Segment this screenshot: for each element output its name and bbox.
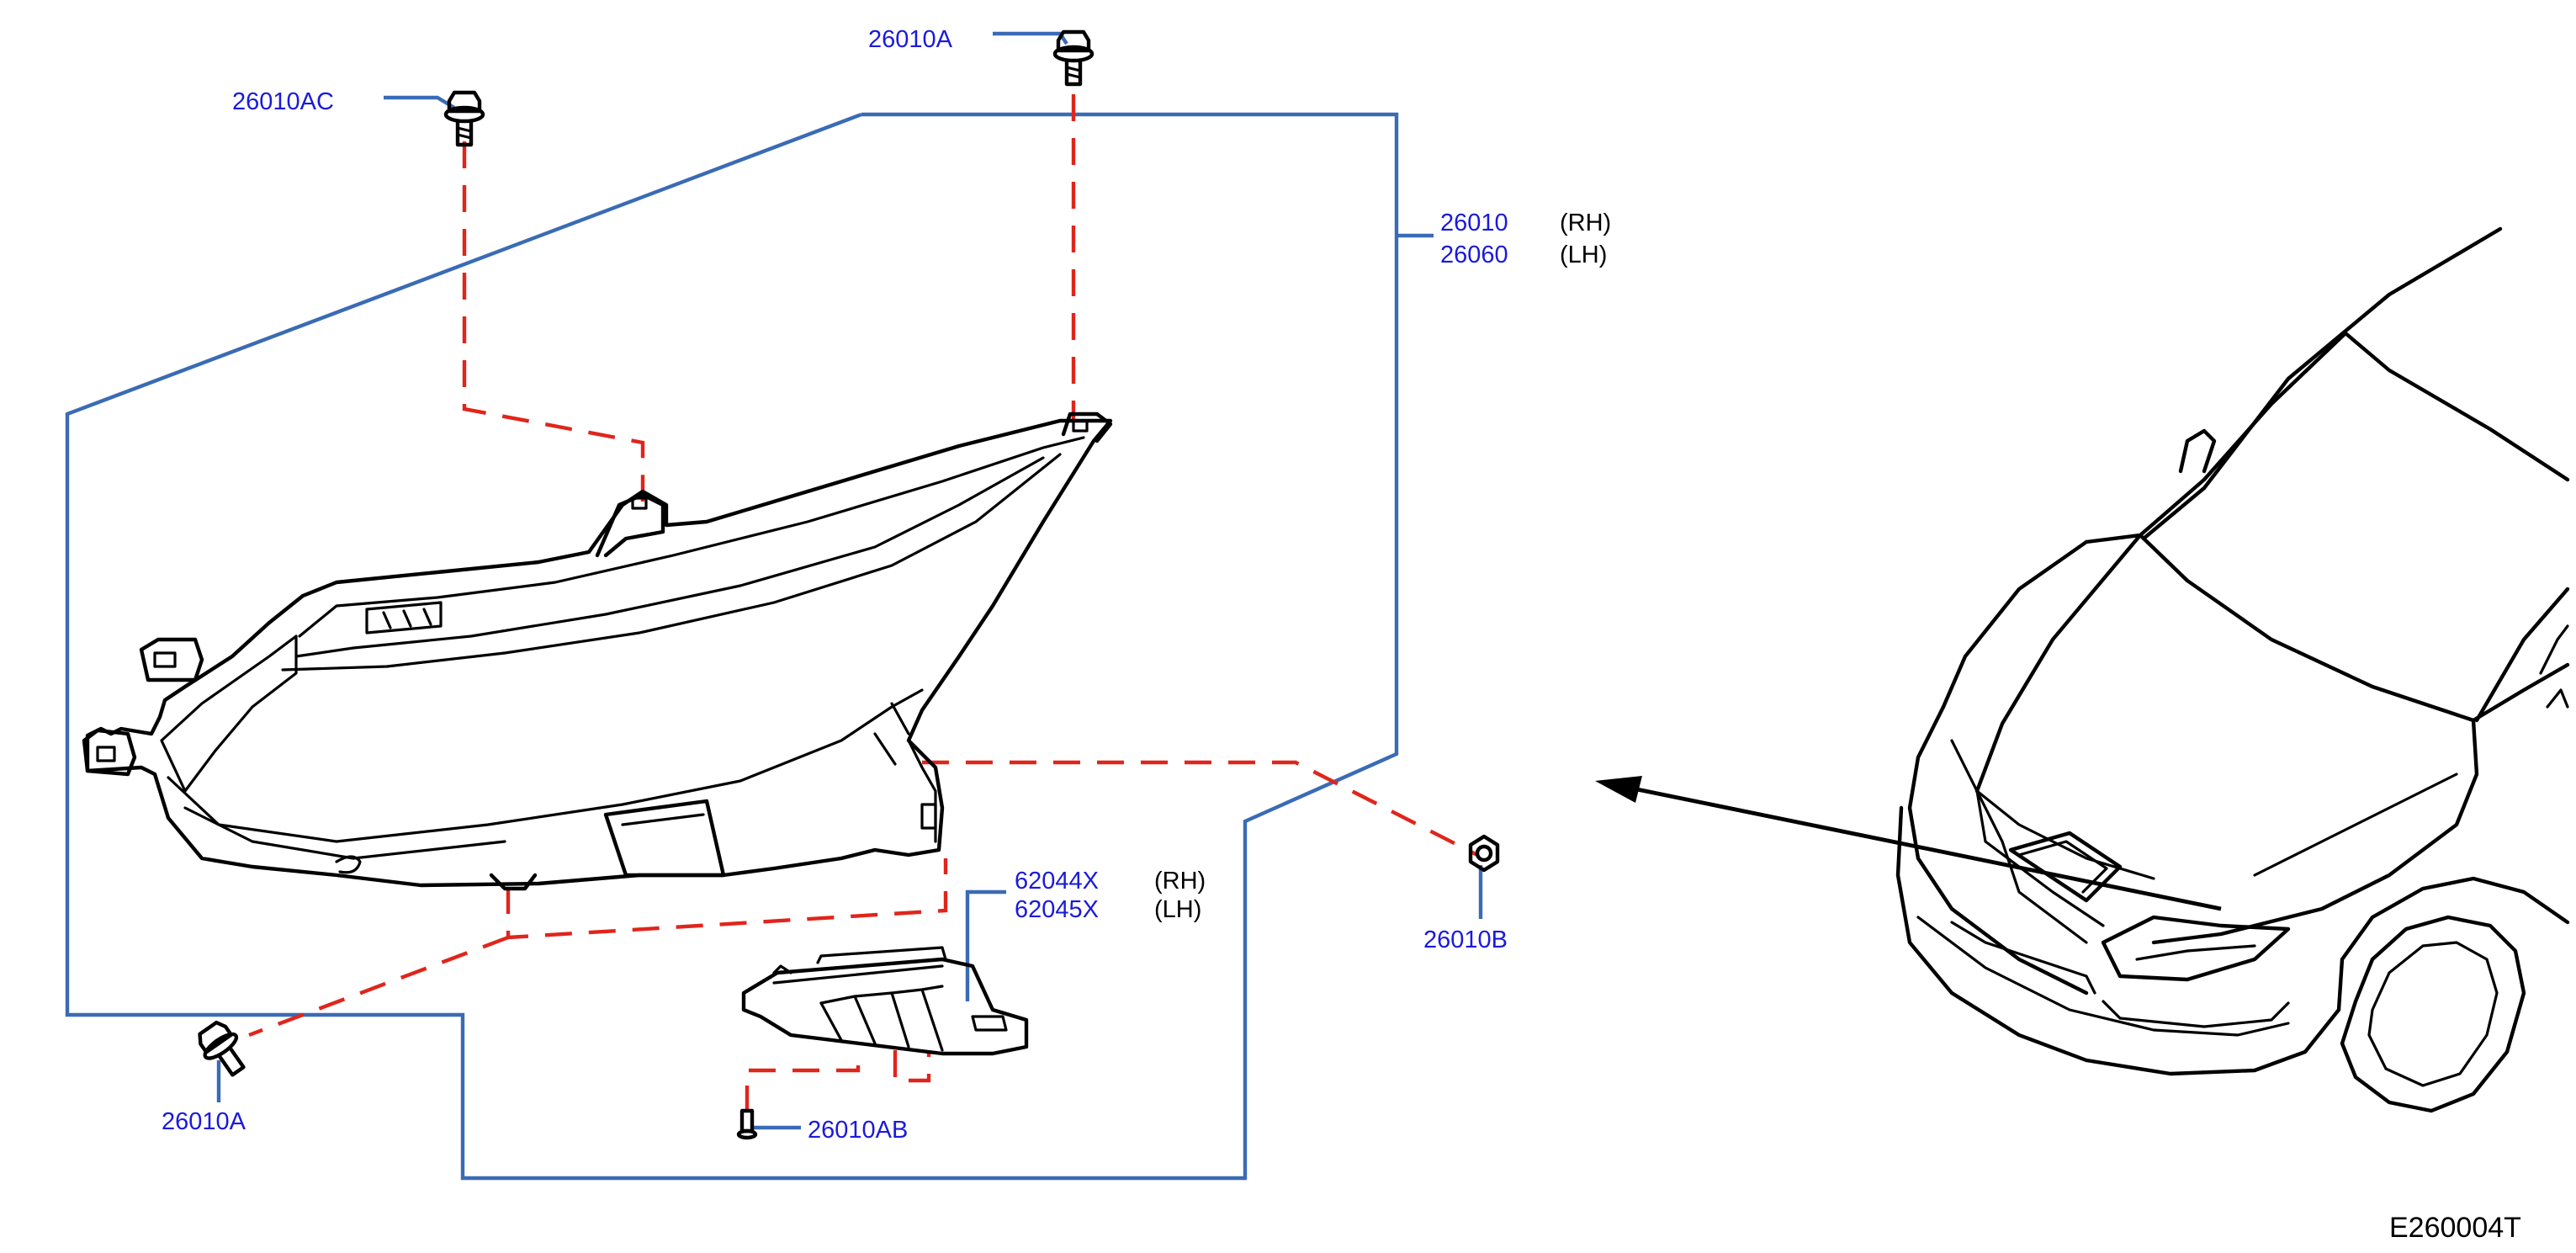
side-label: (RH) (1154, 868, 1206, 895)
part-number[interactable]: 26010A (162, 1108, 246, 1135)
screw-icon (736, 1108, 758, 1140)
part-number[interactable]: 26010AB (808, 1117, 908, 1144)
location-arrow (1595, 776, 2222, 911)
callout-bolt-left-top: 26010AC (232, 88, 334, 115)
bracket-drawing (741, 946, 1029, 1056)
part-number[interactable]: 26010B (1423, 926, 1508, 953)
side-label: (RH) (1560, 210, 1611, 236)
part-number[interactable]: 62044X (1015, 868, 1099, 895)
assembly-boundary (65, 112, 1399, 1181)
diagram-code: E260004T (2389, 1212, 2521, 1244)
part-number[interactable]: 26010AC (232, 88, 334, 115)
bolt-icon (1052, 29, 1095, 87)
bolt-icon (443, 90, 485, 147)
nut-icon (1468, 834, 1500, 873)
callout-screw-bottom: 26010AB (808, 1117, 908, 1144)
part-number[interactable]: 62045X (1015, 896, 1099, 923)
callout-headlamp: 26010 (RH) 26060 (LH) (1440, 210, 1611, 268)
callout-bracket: 62044X (RH) 62045X (LH) (1015, 868, 1206, 923)
vehicle-front-drawing (1895, 226, 2570, 1113)
bolt-icon (198, 1020, 246, 1077)
part-number[interactable]: 26010A (868, 26, 953, 53)
side-label: (LH) (1560, 242, 1607, 268)
part-number[interactable]: 26060 (1440, 242, 1508, 268)
callout-bolt-bottom-left: 26010A (162, 1108, 246, 1135)
dashed-guides (248, 94, 1478, 1112)
leader-lines (216, 31, 1483, 1130)
headlamp-assembly-drawing (82, 411, 1113, 891)
callout-nut-right: 26010B (1423, 926, 1508, 953)
part-number[interactable]: 26010 (1440, 210, 1508, 236)
side-label: (LH) (1154, 896, 1201, 923)
callout-bolt-top: 26010A (868, 26, 953, 53)
